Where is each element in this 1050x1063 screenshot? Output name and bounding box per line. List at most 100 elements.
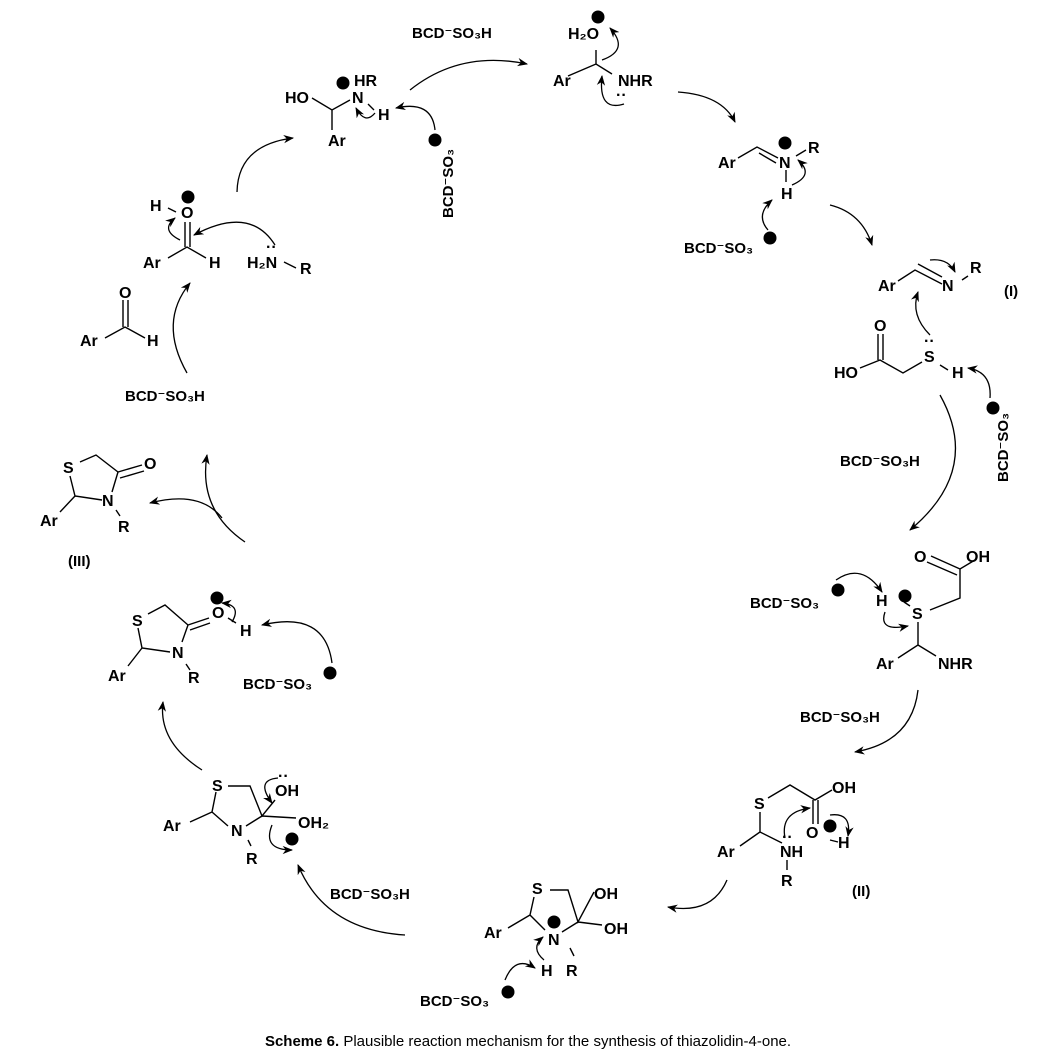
positive-charge-icon (778, 136, 792, 150)
cycle-arrow (172, 282, 191, 374)
atom-label: H (378, 107, 390, 124)
reagent-acid-label: BCD⁻SO₃H (412, 25, 492, 42)
electron-arrow (263, 777, 279, 804)
atom-label: N (352, 90, 364, 107)
compound-label-I: (I) (1004, 283, 1018, 300)
positive-charge-icon (181, 190, 195, 204)
atom-label: NHR (618, 73, 653, 90)
structure-tetrahedral-intermediate: S OH ·· OH₂ Ar N R (163, 768, 329, 868)
reagent-acid-label: BCD⁻SO₃H (330, 886, 410, 903)
reagent-base-label: BCD⁻SO₃ (440, 149, 457, 218)
caption-text: Plausible reaction mechanism for the syn… (339, 1033, 791, 1050)
cycle-arrow (236, 135, 295, 193)
cycle-arrow (297, 864, 406, 936)
atom-label: OH (966, 549, 990, 566)
compound-label-II: (II) (852, 883, 870, 900)
reagent-base-label: BCD⁻SO₃ (750, 595, 819, 612)
structure-cyclized-diol: S OH OH Ar N H R (484, 881, 628, 980)
electron-arrow (783, 805, 812, 839)
atom-label: H (150, 198, 162, 215)
atom-label: OH (832, 780, 856, 797)
positive-charge-icon (547, 915, 561, 929)
electron-arrow (394, 101, 436, 131)
electron-arrow (835, 572, 883, 593)
atom-label: Ar (484, 925, 502, 942)
atom-label: H (240, 623, 252, 640)
atom-label: Ar (876, 656, 894, 673)
negative-charge-icon (501, 985, 515, 999)
atom-label: S (754, 796, 765, 813)
atom-label: N (548, 932, 560, 949)
positive-charge-icon (823, 819, 837, 833)
atom-label: OH (594, 886, 618, 903)
atom-label: H (838, 835, 850, 852)
electron-arrow (761, 199, 773, 231)
atom-label: S (63, 460, 74, 477)
reagent-base-label: BCD⁻SO₃ (243, 676, 312, 693)
atom-label: H (781, 186, 793, 203)
negative-charge-icon (763, 231, 777, 245)
atom-label: S (912, 606, 923, 623)
negative-charge-icon (831, 583, 845, 597)
cycle-arrow (909, 394, 957, 531)
structure-sulfonium: O OH H S Ar NHR (876, 549, 990, 673)
atom-label: O (144, 456, 156, 473)
atom-label: Ar (80, 333, 98, 350)
atom-label: N (102, 493, 114, 510)
positive-charge-icon (898, 589, 912, 603)
atom-label: O (874, 318, 886, 335)
product-release-arrow (148, 496, 223, 519)
electron-arrow (220, 599, 236, 623)
reagent-base-label: BCD⁻SO₃ (684, 240, 753, 257)
lone-pair: ·· (924, 333, 935, 350)
negative-charge-icon (986, 401, 1000, 415)
atom-label: O (119, 285, 131, 302)
structure-aryl-aldehyde: O Ar H (80, 285, 159, 350)
atom-label: O (806, 825, 818, 842)
electron-arrow (193, 221, 276, 246)
electron-arrow (929, 259, 956, 273)
cycle-arrow (829, 204, 874, 246)
atom-label: Ar (553, 73, 571, 90)
structure-protonated-aldehyde: H O Ar H H₂N ·· R (143, 190, 312, 278)
atom-label: HO (285, 90, 309, 107)
atom-label: OH₂ (298, 815, 329, 832)
electron-arrow (533, 936, 545, 961)
atom-label: Ar (163, 818, 181, 835)
atom-label: R (188, 670, 200, 687)
cycle-arrow (201, 453, 246, 543)
atom-label: H (541, 963, 553, 980)
structure-protonated-hemiaminal: HO HR N H Ar (285, 73, 390, 150)
caption-label: Scheme 6. (265, 1033, 339, 1050)
atom-label: R (118, 519, 130, 536)
atom-label: HR (354, 73, 378, 90)
negative-charge-icon (323, 666, 337, 680)
atom-label: H₂O (568, 26, 599, 43)
atom-label: O (212, 605, 224, 622)
negative-charge-icon (428, 133, 442, 147)
compound-label-III: (III) (68, 553, 91, 570)
atom-label: S (532, 881, 543, 898)
cycle-arrow (677, 91, 736, 123)
atom-label: Ar (718, 155, 736, 172)
cycle-arrow (409, 58, 529, 91)
atom-label: Ar (143, 255, 161, 272)
electron-arrow (504, 959, 536, 981)
lone-pair: ·· (278, 768, 289, 785)
atom-label: R (566, 963, 578, 980)
atom-label: HO (834, 365, 858, 382)
atom-label: Ar (40, 513, 58, 530)
atom-label: N (172, 645, 184, 662)
atom-label: O (914, 549, 926, 566)
atom-label: H (952, 365, 964, 382)
atom-label: R (246, 851, 258, 868)
lone-pair: ·· (616, 87, 627, 104)
atom-label: R (781, 873, 793, 890)
electron-arrow (165, 217, 181, 241)
atom-label: N (231, 823, 243, 840)
reagent-base-label: BCD⁻SO₃ (420, 993, 489, 1010)
structure-iminium: Ar N R H (718, 136, 820, 203)
atom-label: H (147, 333, 159, 350)
atom-label: OH (604, 921, 628, 938)
electron-arrow (268, 824, 294, 855)
